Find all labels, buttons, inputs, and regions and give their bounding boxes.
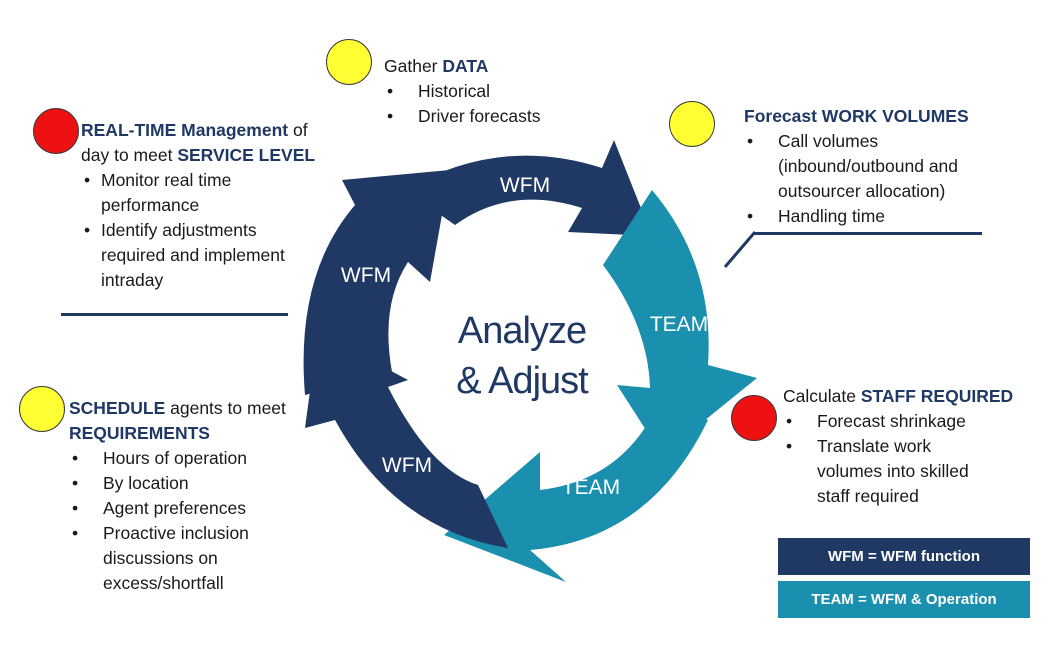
realtime-heading-line2: day to meet SERVICE LEVEL <box>81 145 316 165</box>
gather-data-list: Historical Driver forecasts <box>384 79 541 129</box>
cycle-label-right: TEAM <box>650 313 708 336</box>
cycle-arrow-bottom-left-wfm <box>305 332 508 548</box>
calculate-heading: Calculate STAFF REQUIRED <box>783 386 1014 406</box>
divider-line-right <box>753 232 982 235</box>
list-item: Historical <box>384 79 541 104</box>
list-item-continuation: discussions on <box>103 548 218 568</box>
list-item-continuation: performance <box>101 195 200 215</box>
forecast-list: Call volumes (inbound/outbound and outso… <box>744 129 969 229</box>
gather-data-block: Gather DATA Historical Driver forecasts <box>384 54 541 129</box>
status-dot-schedule <box>19 386 65 432</box>
forecast-heading: Forecast WORK VOLUMES <box>744 106 969 126</box>
list-item: By location <box>69 471 286 496</box>
calculate-list: Forecast shrinkage Translate work volume… <box>783 409 1013 509</box>
list-item-continuation: outsourcer allocation) <box>778 181 946 201</box>
center-title-line1: Analyze <box>458 310 586 352</box>
realtime-block: REAL-TIME Management of day to meet SERV… <box>81 118 315 293</box>
list-item: Agent preferences <box>69 496 286 521</box>
cycle-arrow-left-wfm <box>303 170 450 395</box>
cycle-arrow-top-wfm <box>405 140 652 236</box>
list-item: Monitor real time <box>81 168 315 193</box>
forecast-block: Forecast WORK VOLUMES Call volumes (inbo… <box>744 104 969 229</box>
cycle-label-top: WFM <box>500 174 550 197</box>
legend-wfm: WFM = WFM function <box>778 538 1030 575</box>
schedule-heading: SCHEDULE agents to meet <box>69 398 286 418</box>
list-item-continuation: volumes into skilled <box>817 461 969 481</box>
list-item: Hours of operation <box>69 446 286 471</box>
calculate-block: Calculate STAFF REQUIRED Forecast shrink… <box>783 384 1013 509</box>
cycle-arrow-bottom-right-team <box>444 400 708 582</box>
realtime-heading: REAL-TIME Management of <box>81 120 308 140</box>
list-item-continuation: staff required <box>817 486 919 506</box>
cycle-label-left: WFM <box>341 264 391 287</box>
list-item: Handling time <box>744 204 969 229</box>
gather-data-heading: Gather DATA <box>384 56 489 76</box>
list-item: Translate work <box>783 434 1013 459</box>
legend-team-label: TEAM = WFM & Operation <box>811 591 997 608</box>
status-dot-calculate <box>731 395 777 441</box>
divider-line-right-slant <box>723 231 757 268</box>
schedule-block: SCHEDULE agents to meet REQUIREMENTS Hou… <box>69 396 286 596</box>
list-item-continuation: (inbound/outbound and <box>778 156 959 176</box>
status-dot-gather <box>326 39 372 85</box>
status-dot-realtime <box>33 108 79 154</box>
schedule-list: Hours of operation By location Agent pre… <box>69 446 286 596</box>
list-item: Proactive inclusion <box>69 521 286 546</box>
list-item: Identify adjustments <box>81 218 315 243</box>
list-item-continuation: required and implement <box>101 245 285 265</box>
status-dot-forecast <box>669 101 715 147</box>
legend-wfm-label: WFM = WFM function <box>827 548 981 565</box>
list-item: Forecast shrinkage <box>783 409 1013 434</box>
cycle-label-bottom-left: WFM <box>382 454 432 477</box>
cycle-arrow-right-team <box>603 190 757 455</box>
list-item-continuation: excess/shortfall <box>103 573 224 593</box>
list-item: Driver forecasts <box>384 104 541 129</box>
list-item: Call volumes <box>744 129 969 154</box>
schedule-heading-line2: REQUIREMENTS <box>69 423 210 443</box>
realtime-list: Monitor real time performance Identify a… <box>81 168 315 293</box>
cycle-label-bottom-right: TEAM <box>562 476 620 499</box>
center-title-line2: & Adjust <box>456 360 589 402</box>
legend-team: TEAM = WFM & Operation <box>778 581 1030 618</box>
list-item-continuation: intraday <box>101 270 164 290</box>
divider-line-left <box>61 313 288 316</box>
